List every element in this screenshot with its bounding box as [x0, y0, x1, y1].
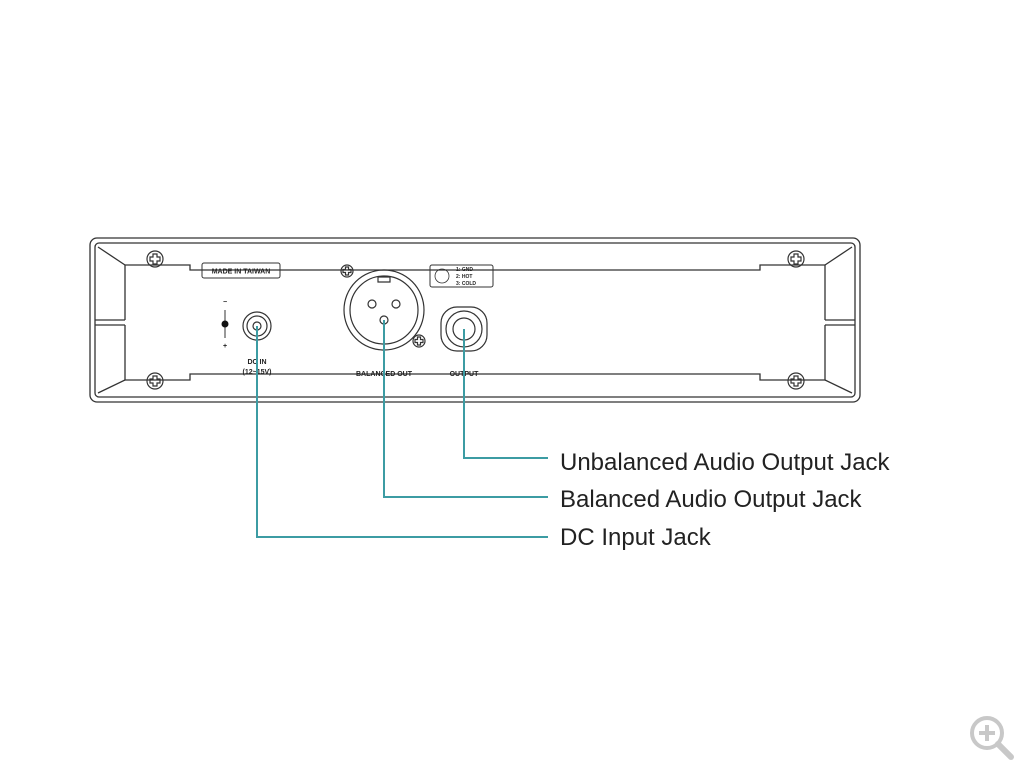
pin-label-2: 2: HOT [456, 274, 472, 280]
pin-label-1: 1: GND [456, 267, 473, 273]
polarity-plus: + [223, 343, 227, 350]
callout-unbalanced: Unbalanced Audio Output Jack [560, 449, 891, 476]
xlr-pin-icon [434, 268, 450, 284]
callout-dc-input: DC Input Jack [560, 524, 712, 551]
rear-panel [89, 237, 861, 403]
polarity-minus: − [223, 299, 227, 306]
zoom-in-icon [970, 716, 1014, 760]
pin-legend [429, 264, 494, 288]
pin-label-3: 3: COLD [456, 281, 476, 287]
callout-lines [256, 320, 548, 538]
made-in-label: MADE IN TAIWAN [212, 269, 271, 276]
polarity-icon [221, 320, 229, 328]
screw-icons [146, 250, 805, 390]
callout-balanced: Balanced Audio Output Jack [560, 486, 863, 513]
made-in-badge [201, 262, 281, 279]
zoom-in-button[interactable] [966, 712, 1016, 762]
